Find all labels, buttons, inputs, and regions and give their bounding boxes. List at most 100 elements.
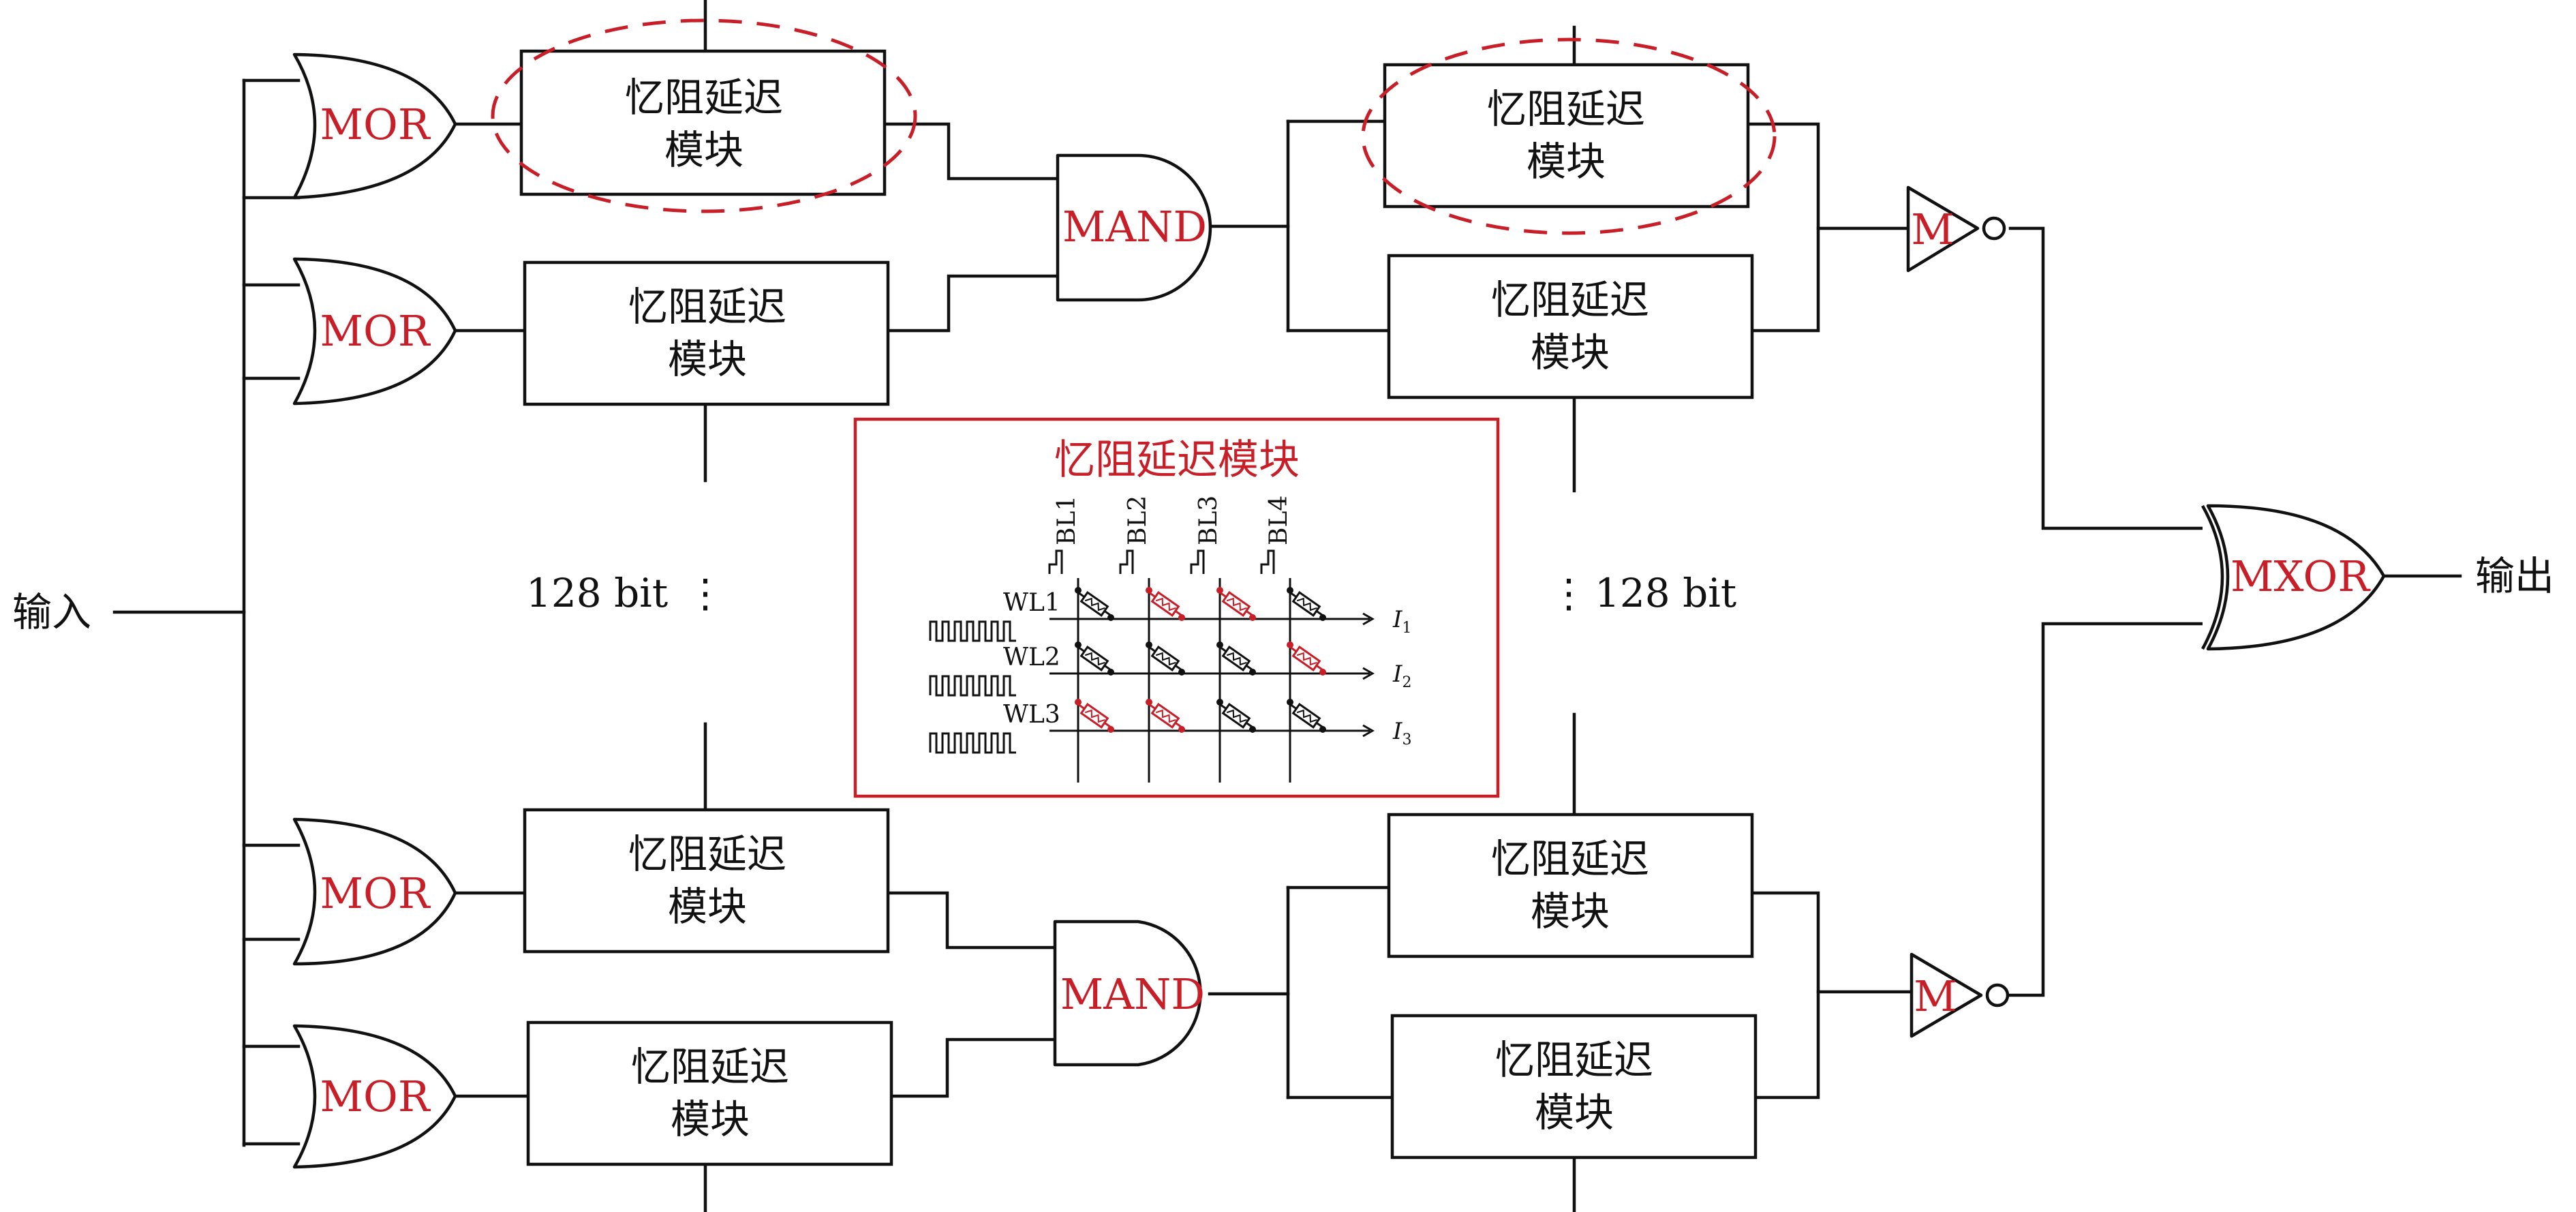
svg-text:模块: 模块 [664, 127, 743, 173]
cell-node-top-r3-c1 [1075, 699, 1082, 706]
memristor-cell-r1-c1 [1075, 590, 1114, 618]
delay-module-right-2: 忆阻延迟 模块 [1387, 254, 1754, 399]
svg-text:模块: 模块 [1535, 1089, 1614, 1136]
bitline-label-4: BL4 [1265, 496, 1293, 545]
mor-gate-2: MOR [292, 257, 457, 406]
wordline-label-1: WL1 [1003, 589, 1060, 617]
mand-gate-top: MAND [1056, 153, 1212, 302]
memristor-cell-r2-c1 [1075, 644, 1114, 673]
cell-node-bottom-r3-c3 [1249, 726, 1256, 733]
mor-gate-1: MOR [292, 52, 457, 200]
bitline-pulse-1 [1048, 549, 1063, 574]
bits-label-right: 128 bit [1595, 570, 1736, 616]
svg-text:MOR: MOR [320, 306, 431, 356]
svg-text:模块: 模块 [1531, 329, 1610, 376]
cell-node-top-r1-c3 [1216, 587, 1223, 594]
svg-text:忆阻延迟: 忆阻延迟 [631, 1044, 789, 1090]
memristor-cell-r3-c1 [1075, 701, 1114, 730]
svg-text:模块: 模块 [1527, 138, 1606, 185]
delay-module-left-1: 忆阻延迟 模块 [519, 49, 887, 196]
wordline-pulse-1 [929, 620, 1016, 642]
bitline-pulse-4 [1260, 549, 1275, 574]
memristor-cell-r3-c2 [1146, 701, 1185, 730]
bitline-label-2: BL2 [1124, 496, 1152, 545]
svg-text:忆阻延迟: 忆阻延迟 [1495, 1037, 1653, 1083]
svg-text:忆阻延迟: 忆阻延迟 [625, 74, 783, 121]
delay-module-left-2: 忆阻延迟 模块 [523, 260, 890, 406]
wordline-pulse-2 [929, 675, 1016, 697]
cell-node-top-r3-c3 [1216, 699, 1223, 706]
highlight-ellipse-left [491, 18, 917, 213]
wordline-label-2: WL2 [1003, 643, 1060, 671]
cell-node-bottom-r3-c4 [1319, 726, 1326, 733]
bits-label-left: 128 bit [526, 570, 668, 616]
cell-node-top-r2-c4 [1287, 641, 1293, 648]
svg-text:忆阻延迟: 忆阻延迟 [628, 284, 786, 330]
wordline-pulse-3 [929, 732, 1016, 754]
bitline-label-3: BL3 [1195, 496, 1223, 545]
cell-node-bottom-r2-c2 [1178, 669, 1185, 676]
cell-node-top-r1-c4 [1287, 587, 1293, 594]
input-label: 输入 [12, 589, 91, 635]
svg-text:MAND: MAND [1060, 969, 1205, 1019]
delay-module-left-3: 忆阻延迟 模块 [523, 808, 890, 954]
memristor-cell-r3-c4 [1287, 701, 1326, 730]
bitline-pulse-3 [1190, 549, 1205, 574]
cell-node-top-r2-c3 [1216, 641, 1223, 648]
vdots-right: ⋮ [1549, 570, 1589, 616]
svg-text:MXOR: MXOR [2230, 551, 2371, 601]
svg-text:模块: 模块 [668, 336, 747, 382]
svg-text:MOR: MOR [320, 868, 431, 918]
cell-node-bottom-r3-c1 [1107, 726, 1114, 733]
wordline-arrow-2 [1362, 667, 1375, 680]
cell-node-bottom-r2-c4 [1319, 669, 1326, 676]
wordline-arrow-3 [1362, 724, 1375, 738]
svg-text:M: M [1914, 971, 1957, 1021]
not-gate-top: M [1906, 185, 2006, 273]
svg-text:模块: 模块 [668, 883, 747, 930]
svg-text:模块: 模块 [671, 1096, 750, 1142]
wires [112, 0, 2462, 1212]
cell-node-bottom-r1-c3 [1249, 614, 1256, 621]
delay-module-left-4: 忆阻延迟 模块 [526, 1020, 893, 1166]
cell-node-top-r2-c1 [1075, 641, 1082, 648]
mor-gate-3: MOR [292, 817, 457, 966]
mxor-gate: MXOR [2201, 504, 2386, 651]
memristor-cell-r2-c2 [1146, 644, 1185, 673]
wordline-arrow-1 [1362, 612, 1375, 626]
not-gate-bottom: M [1910, 952, 2010, 1038]
output-label: 输出 [2475, 553, 2554, 599]
svg-text:MOR: MOR [320, 100, 431, 149]
delay-module-right-4: 忆阻延迟 模块 [1390, 1014, 1758, 1160]
cell-node-bottom-r3-c2 [1178, 726, 1185, 733]
memristor-cell-r2-c4 [1287, 644, 1326, 673]
delay-module-right-1: 忆阻延迟 模块 [1383, 63, 1750, 209]
vdots-left: ⋮ [686, 570, 725, 616]
svg-text:忆阻延迟: 忆阻延迟 [628, 831, 786, 877]
cell-node-top-r1-c2 [1146, 587, 1152, 594]
memristor-cell-r2-c3 [1216, 644, 1256, 673]
bitline-pulse-2 [1119, 549, 1134, 574]
bitline-label-1: BL1 [1053, 496, 1081, 545]
memristor-cell-r3-c3 [1216, 701, 1256, 730]
cell-node-bottom-r1-c4 [1319, 614, 1326, 621]
cell-node-bottom-r2-c1 [1107, 669, 1114, 676]
svg-text:MOR: MOR [320, 1072, 431, 1121]
svg-text:忆阻延迟: 忆阻延迟 [1491, 836, 1649, 882]
inset-title: 忆阻延迟模块 [1054, 436, 1300, 484]
wordline-label-3: WL3 [1003, 701, 1060, 729]
memristor-cell-r1-c2 [1146, 590, 1185, 618]
svg-text:MAND: MAND [1062, 202, 1207, 252]
svg-text:忆阻延迟: 忆阻延迟 [1487, 86, 1645, 132]
memristor-cell-r1-c3 [1216, 590, 1256, 618]
svg-text:忆阻延迟: 忆阻延迟 [1491, 277, 1649, 323]
cell-node-top-r1-c1 [1075, 587, 1082, 594]
cell-node-top-r3-c2 [1146, 699, 1152, 706]
highlight-ellipse-right [1361, 37, 1777, 235]
cell-node-top-r2-c2 [1146, 641, 1152, 648]
mor-gate-4: MOR [292, 1024, 457, 1169]
cell-node-bottom-r2-c3 [1249, 669, 1256, 676]
memristor-cell-r1-c4 [1287, 590, 1326, 618]
